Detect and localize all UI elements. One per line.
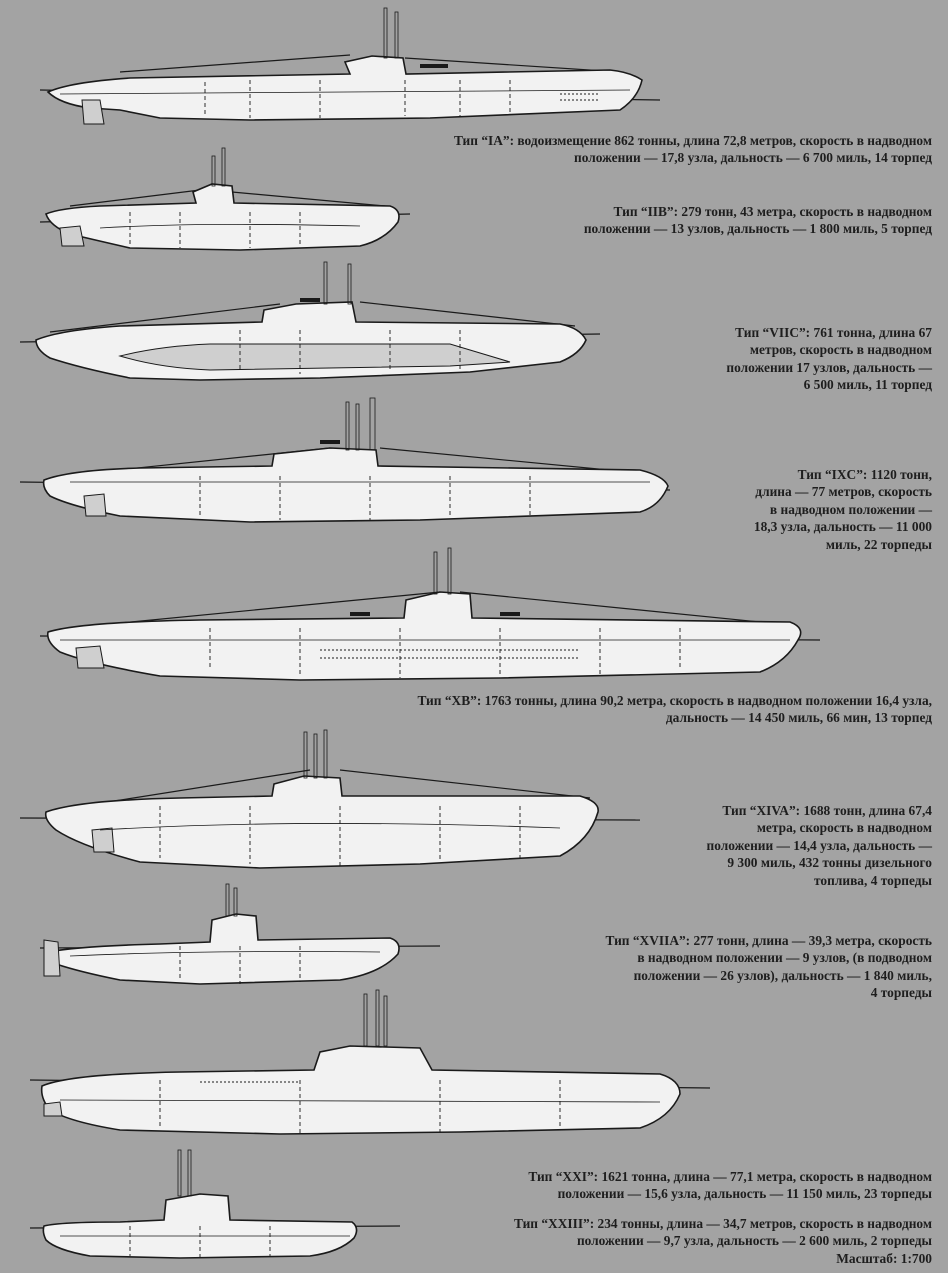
submarine-type-viic <box>19 261 601 381</box>
caption-line: дальность — 14 450 миль, 66 мин, 13 торп… <box>665 710 932 726</box>
submarine-type-xb <box>39 547 821 681</box>
caption-type-iib: Тип “IIB”: 279 тонн, 43 метра, скорость … <box>584 203 932 238</box>
caption-type-xiva: Тип “XIVA”: 1688 тонн, длина 67,4 метра,… <box>706 802 932 889</box>
caption-type-ia: Тип “IA”: водоизмещение 862 тонны, длина… <box>454 132 932 167</box>
caption-line: в надводном положении — 9 узлов, (в подв… <box>637 950 932 966</box>
submarine-type-xviia <box>39 883 441 985</box>
caption-type-viic: Тип “VIIC”: 761 тонна, длина 67 метров, … <box>726 324 932 394</box>
caption-line: Тип “XIVA”: 1688 тонн, длина 67,4 <box>722 803 932 818</box>
caption-type-ixc: Тип “IXC”: 1120 тонн, длина — 77 метров,… <box>754 466 932 553</box>
submarine-type-ia <box>39 7 661 125</box>
submarine-type-ixc <box>19 397 671 523</box>
caption-line: 4 торпеды <box>870 985 932 1001</box>
submarine-type-xiva <box>19 729 641 869</box>
caption-line: положении — 15,6 узла, дальность — 11 15… <box>557 1186 932 1202</box>
caption-line: миль, 22 торпеды <box>825 536 932 552</box>
submarine-type-iib <box>39 147 411 251</box>
submarine-type-xxi <box>29 989 711 1135</box>
caption-line: положении — 26 узлов), дальность — 1 840… <box>633 967 932 983</box>
caption-line: Тип “IIB”: 279 тонн, 43 метра, скорость … <box>613 204 933 219</box>
caption-type-xviia: Тип “XVIIA”: 277 тонн, длина — 39,3 метр… <box>605 932 932 1002</box>
caption-line: 9 300 миль, 432 тонны дизельного <box>727 855 932 871</box>
caption-line: Тип “XVIIA”: 277 тонн, длина — 39,3 метр… <box>605 933 932 948</box>
caption-line: положении — 13 узлов, дальность — 1 800 … <box>583 221 932 237</box>
caption-type-xxi: Тип “XXI”: 1621 тонна, длина — 77,1 метр… <box>528 1168 932 1203</box>
caption-line: Тип “IXC”: 1120 тонн, <box>797 467 932 482</box>
caption-line: 6 500 миль, 11 торпед <box>803 377 932 393</box>
caption-line: Тип “IA”: водоизмещение 862 тонны, длина… <box>453 133 932 148</box>
scale-label: Масштаб: 1:700 <box>836 1250 932 1266</box>
caption-line: 18,3 узла, дальность — 11 000 <box>753 519 932 535</box>
caption-line: положении — 17,8 узла, дальность — 6 700… <box>574 150 932 166</box>
caption-line: в надводном положении — <box>769 501 932 517</box>
caption-line: положении 17 узлов, дальность — <box>726 359 932 375</box>
caption-line: длина — 77 метров, скорость <box>755 484 932 500</box>
caption-line: Тип “XB”: 1763 тонны, длина 90,2 метра, … <box>417 693 932 708</box>
caption-type-xxiii: Тип “XXIII”: 234 тонны, длина — 34,7 мет… <box>514 1215 932 1267</box>
caption-line: метра, скорость в надводном <box>756 820 932 836</box>
caption-line: метров, скорость в надводном <box>749 342 932 358</box>
caption-line: положении — 14,4 узла, дальность — <box>706 837 932 853</box>
caption-line: Тип “VIIC”: 761 тонна, длина 67 <box>735 325 932 340</box>
caption-line: Тип “XXI”: 1621 тонна, длина — 77,1 метр… <box>528 1169 932 1184</box>
caption-line: положении — 9,7 узла, дальность — 2 600 … <box>576 1233 932 1249</box>
submarine-type-xxiii <box>29 1149 401 1259</box>
caption-line: топлива, 4 торпеды <box>814 872 932 888</box>
caption-type-xb: Тип “XB”: 1763 тонны, длина 90,2 метра, … <box>417 692 932 727</box>
caption-line: Тип “XXIII”: 234 тонны, длина — 34,7 мет… <box>513 1216 932 1231</box>
